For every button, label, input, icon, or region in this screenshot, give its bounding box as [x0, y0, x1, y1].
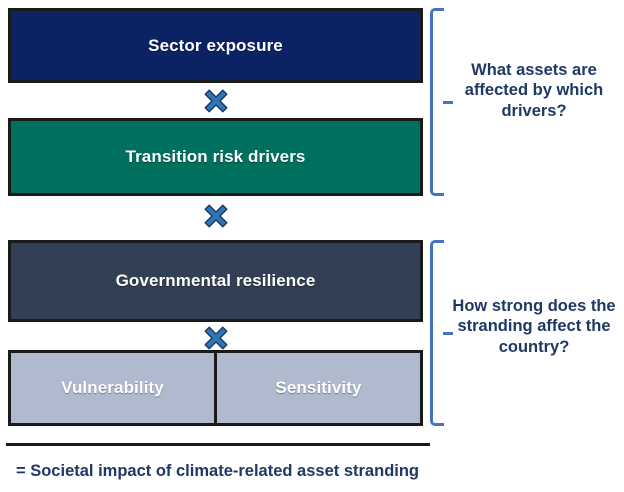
bracket-bottom-caption: How strong does the stranding affect the… [452, 297, 616, 356]
bracket-top [430, 8, 453, 196]
box-vulnerability-label: Vulnerability [61, 378, 164, 397]
box-sensitivity-label: Sensitivity [275, 378, 362, 397]
result-text: = Societal impact of climate-related ass… [16, 462, 420, 480]
box-governmental-resilience-label: Governmental resilience [115, 271, 316, 290]
multiply-icon [203, 88, 229, 114]
multiply-icon [203, 325, 229, 351]
bracket-top-caption: What assets are affected by which driver… [464, 61, 604, 120]
box-transition-risk-drivers-label: Transition risk drivers [125, 147, 306, 166]
summation-rule [6, 443, 430, 446]
box-sector-exposure-label: Sector exposure [148, 35, 283, 55]
box-governmental-resilience[interactable]: Governmental resilience [8, 240, 423, 322]
box-vulnerability[interactable]: Vulnerability [11, 353, 217, 423]
multiply-icon [203, 203, 229, 229]
box-vulnerability-sensitivity: Vulnerability Sensitivity [8, 350, 423, 426]
box-transition-risk-drivers[interactable]: Transition risk drivers [8, 118, 423, 196]
box-sensitivity[interactable]: Sensitivity [217, 353, 420, 423]
bracket-bottom [430, 240, 453, 426]
box-sector-exposure[interactable]: Sector exposure [8, 8, 423, 83]
